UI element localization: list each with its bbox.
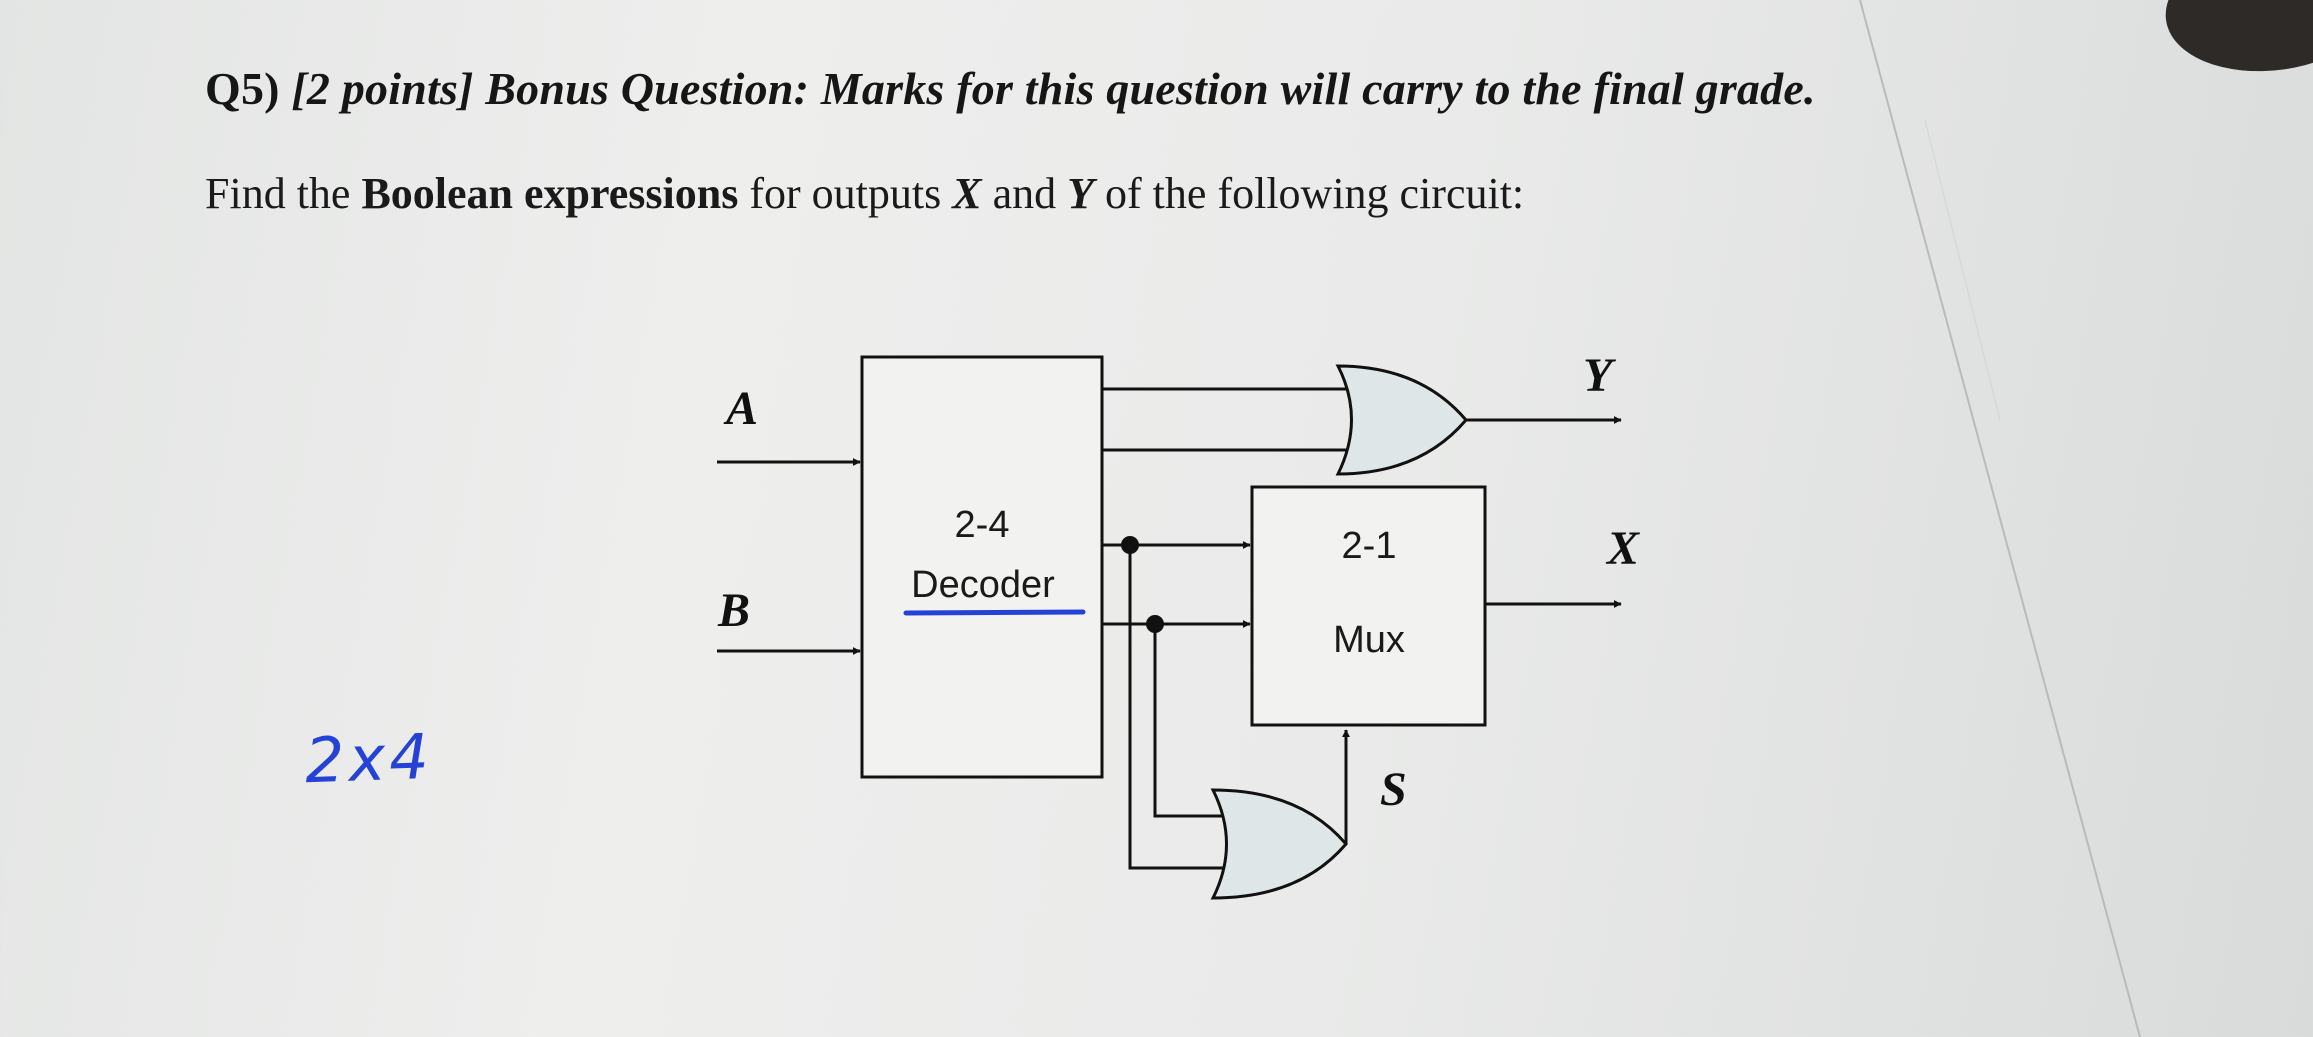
or-gate-y [1335, 364, 1468, 476]
prompt-bold: Boolean expressions [361, 169, 739, 218]
question-prompt: Find the Boolean expressions for outputs… [205, 168, 1524, 219]
question-title: Q5) [2 points] Bonus Question: Marks for… [205, 62, 1816, 115]
prompt-mid1: for outputs [738, 169, 953, 218]
question-bonus-note: Bonus Question: Marks for this question … [485, 63, 1816, 114]
mux-line2: Mux [1333, 619, 1405, 661]
mux-line1: 2-1 [1342, 525, 1397, 567]
or-gate-s [1210, 788, 1348, 900]
prompt-start: Find the [205, 169, 362, 218]
label-input-a: A [723, 382, 758, 435]
decoder-block [860, 355, 1104, 779]
label-select-s: S [1380, 763, 1407, 816]
label-output-y: Y [1583, 349, 1616, 402]
question-points: [2 points] [291, 63, 474, 114]
question-number: Q5) [205, 63, 280, 114]
label-output-x: X [1605, 522, 1640, 575]
junction-d3 [1146, 615, 1164, 633]
wire-d3-branch [1153, 624, 1230, 818]
handwritten-note: 2x4 [303, 719, 434, 798]
decoder-line2: Decoder [911, 564, 1055, 606]
prompt-mid2: and [981, 169, 1068, 218]
junction-d2 [1121, 536, 1139, 554]
label-input-b: B [717, 584, 750, 637]
wire-d2-branch [1128, 545, 1230, 870]
decoder-underline [903, 609, 1086, 616]
mux-block [1250, 485, 1487, 727]
decoder-line1: 2-4 [955, 504, 1010, 546]
prompt-var-x: X [952, 169, 982, 218]
prompt-end: of the following circuit: [1094, 169, 1525, 218]
prompt-var-y: Y [1067, 169, 1095, 218]
